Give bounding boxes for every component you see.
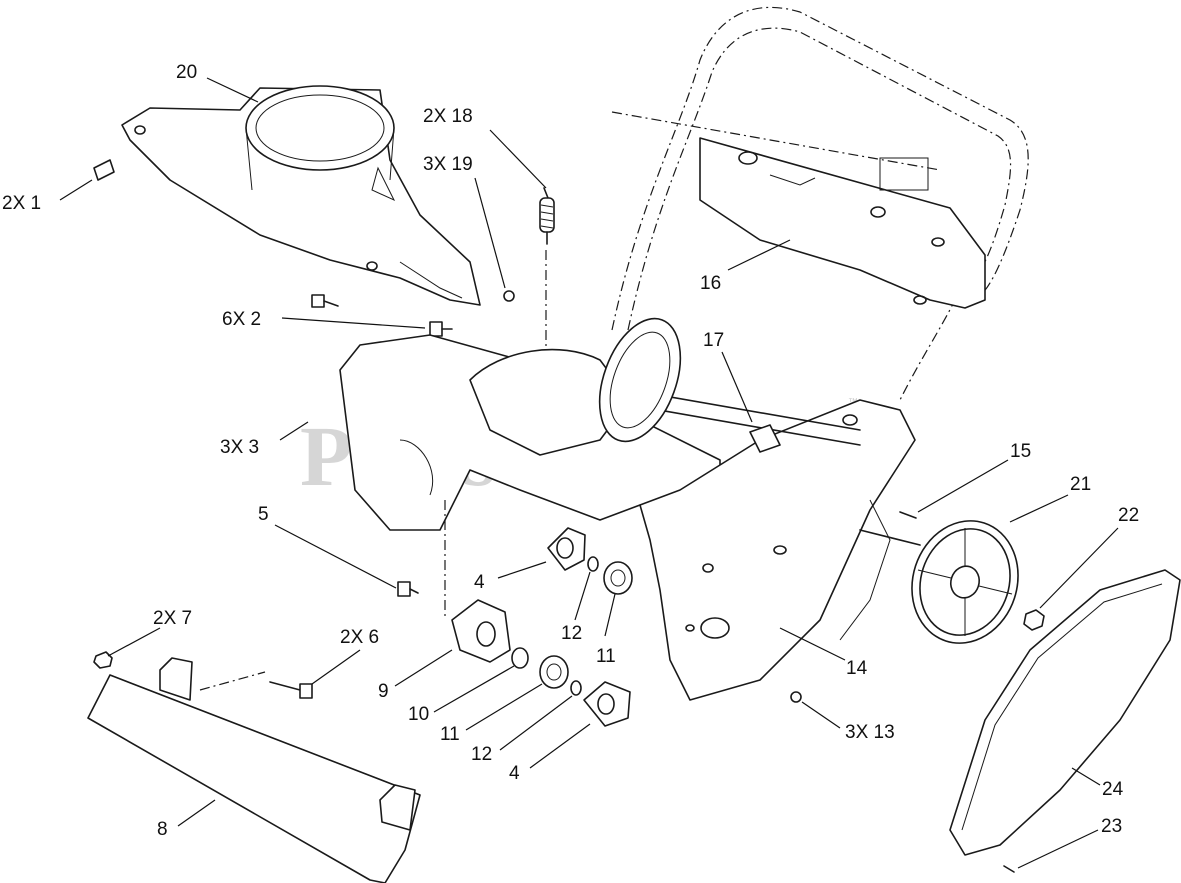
handle-part-16 [611, 6, 1029, 401]
scraper-bar-part-8 [87, 657, 421, 883]
nut-part-22 [1023, 609, 1045, 631]
callout-9: 9 [378, 681, 389, 702]
callout-21: 21 [1070, 474, 1091, 495]
screw-part-19 [503, 290, 515, 302]
callout-5: 5 [258, 504, 269, 525]
callout-20: 20 [176, 62, 197, 83]
bolt-part-3 [311, 294, 339, 308]
bearing-set-lower [511, 647, 631, 727]
callout-6: 2X 6 [340, 627, 379, 648]
callout-labels: 20 2X 1 2X 18 3X 19 6X 2 16 17 3X 3 15 2… [2, 62, 1139, 840]
flange-part-9 [444, 500, 511, 663]
callout-1: 2X 1 [2, 193, 41, 214]
callout-15: 15 [1010, 441, 1031, 462]
bolt-part-5 [397, 581, 419, 597]
callout-13: 3X 13 [845, 722, 895, 743]
inner-wheel [598, 317, 682, 443]
screw-part-23 [1003, 865, 1015, 873]
wheel-part-21 [859, 520, 1019, 644]
leader-lines [59, 77, 1119, 869]
nut-part-7 [93, 651, 113, 669]
callout-10: 10 [408, 704, 429, 725]
callout-19: 3X 19 [423, 154, 473, 175]
callout-8: 8 [157, 819, 168, 840]
callout-23: 23 [1101, 816, 1122, 837]
clip-part-1 [93, 159, 115, 181]
callout-11-lower: 11 [440, 724, 460, 745]
callout-12-upper: 12 [561, 623, 582, 644]
bolt-part-15 [899, 511, 917, 519]
callout-2: 6X 2 [222, 309, 261, 330]
callout-4-upper: 4 [474, 572, 485, 593]
bolt-part-6 [269, 681, 313, 699]
callout-3: 3X 3 [220, 437, 259, 458]
belt-cover-part-24 [949, 569, 1181, 856]
bearing-set-upper [547, 527, 633, 595]
bracket-part-17 [749, 424, 781, 453]
auger-housing [339, 334, 916, 701]
callout-17: 17 [703, 330, 724, 351]
callout-22: 22 [1118, 505, 1139, 526]
callout-12-lower: 12 [471, 744, 492, 765]
callout-11-upper: 11 [596, 646, 616, 667]
callout-4-lower: 4 [509, 763, 520, 784]
callout-14: 14 [846, 658, 868, 679]
callout-24: 24 [1102, 779, 1124, 800]
bolt-part-2 [429, 321, 453, 337]
bolt-part-13 [790, 691, 802, 703]
callout-7: 2X 7 [153, 608, 192, 629]
chute-part-20 [121, 85, 481, 306]
callout-16: 16 [700, 273, 721, 294]
callout-18: 2X 18 [423, 106, 473, 127]
